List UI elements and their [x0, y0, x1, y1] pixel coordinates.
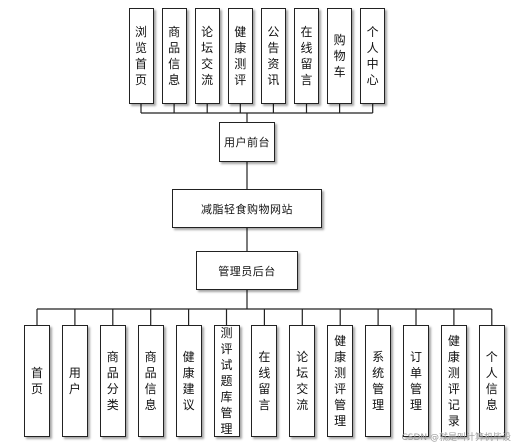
back-module-label: 测评试题库管理: [220, 326, 233, 436]
front-module-2: 商品信息: [161, 8, 187, 104]
back-module-11: 订单管理: [403, 325, 429, 437]
front-module-4: 健康测评: [227, 8, 253, 104]
root-node-label: 减脂轻食购物网站: [201, 202, 293, 216]
front-module-label: 论坛交流: [201, 25, 214, 87]
front-module-8: 个人中心: [360, 8, 386, 104]
back-node: 管理员后台: [196, 251, 298, 290]
back-module-6: 测评试题库管理: [213, 325, 240, 437]
back-module-3: 商品分类: [99, 325, 126, 437]
front-module-5: 公告资讯: [260, 8, 286, 104]
front-module-label: 商品信息: [168, 25, 181, 87]
front-module-label: 公告资讯: [267, 25, 280, 87]
front-module-label: 个人中心: [366, 25, 379, 87]
front-module-label: 浏览首页: [134, 25, 147, 87]
front-node: 用户前台: [219, 122, 275, 162]
back-module-5: 健康建议: [175, 325, 202, 437]
back-module-label: 首页: [30, 366, 43, 396]
front-module-label: 购物车: [333, 33, 346, 79]
back-module-label: 在线留言: [258, 350, 271, 412]
back-module-label: 商品分类: [106, 350, 119, 412]
back-module-label: 论坛交流: [296, 350, 309, 412]
back-module-label: 健康测评管理: [334, 334, 347, 428]
back-module-12: 健康测评记录: [440, 325, 467, 437]
back-module-2: 用户: [61, 325, 88, 437]
front-module-label: 在线留言: [300, 25, 313, 87]
front-module-1: 浏览首页: [128, 8, 154, 104]
back-module-10: 系统管理: [365, 325, 392, 437]
front-module-3: 论坛交流: [194, 8, 220, 104]
back-module-label: 订单管理: [409, 350, 422, 412]
back-module-13: 个人信息: [478, 325, 505, 437]
back-module-7: 在线留言: [251, 325, 278, 437]
back-module-label: 系统管理: [372, 350, 385, 412]
back-module-label: 商品信息: [144, 350, 157, 412]
watermark: CSDN @就是叫计算机毕设: [401, 433, 511, 443]
front-module-7: 购物车: [327, 8, 353, 104]
back-module-8: 论坛交流: [289, 325, 316, 437]
back-module-label: 健康测评记录: [447, 334, 460, 428]
front-module-label: 健康测评: [234, 25, 247, 87]
back-module-label: 用户: [68, 366, 81, 396]
front-module-6: 在线留言: [294, 8, 319, 104]
front-node-label: 用户前台: [224, 136, 270, 149]
root-node: 减脂轻食购物网站: [172, 189, 322, 228]
back-module-9: 健康测评管理: [327, 325, 354, 437]
back-module-4: 商品信息: [137, 325, 164, 437]
back-module-1: 首页: [24, 325, 50, 437]
back-module-label: 个人信息: [485, 350, 498, 412]
back-node-label: 管理员后台: [218, 264, 276, 278]
back-module-label: 健康建议: [182, 350, 195, 412]
